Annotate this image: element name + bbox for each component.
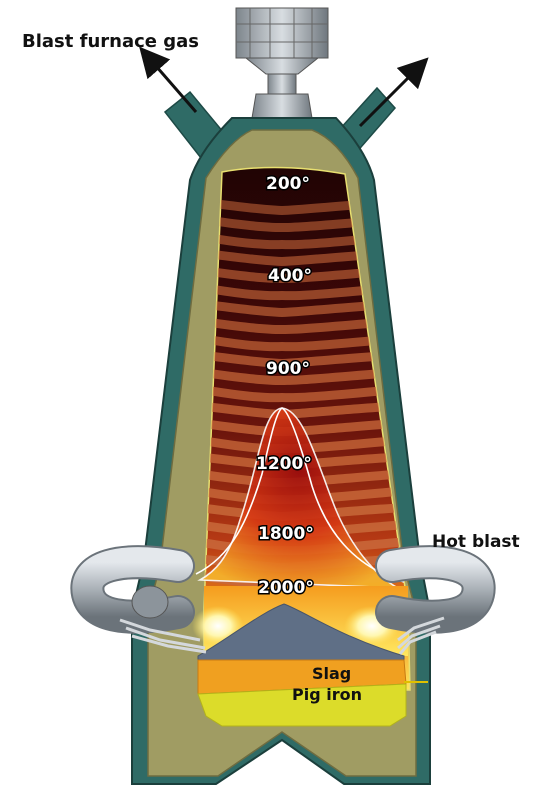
label-slag: Slag [312, 664, 351, 683]
temp-900: 900° [266, 359, 310, 379]
gas-arrow-left-icon [149, 58, 196, 112]
temp-1200: 1200° [256, 454, 312, 474]
temp-400: 400° [268, 266, 312, 286]
temp-200: 200° [266, 174, 310, 194]
label-pig-iron: Pig iron [292, 685, 362, 704]
temp-2000: 2000° [258, 578, 314, 598]
label-blast-furnace-gas: Blast furnace gas [22, 31, 199, 52]
bustle-pipe-right [392, 562, 479, 654]
label-hot-blast: Hot blast [432, 532, 520, 552]
temp-1800: 1800° [258, 524, 314, 544]
bustle-pipe-left [87, 562, 206, 652]
